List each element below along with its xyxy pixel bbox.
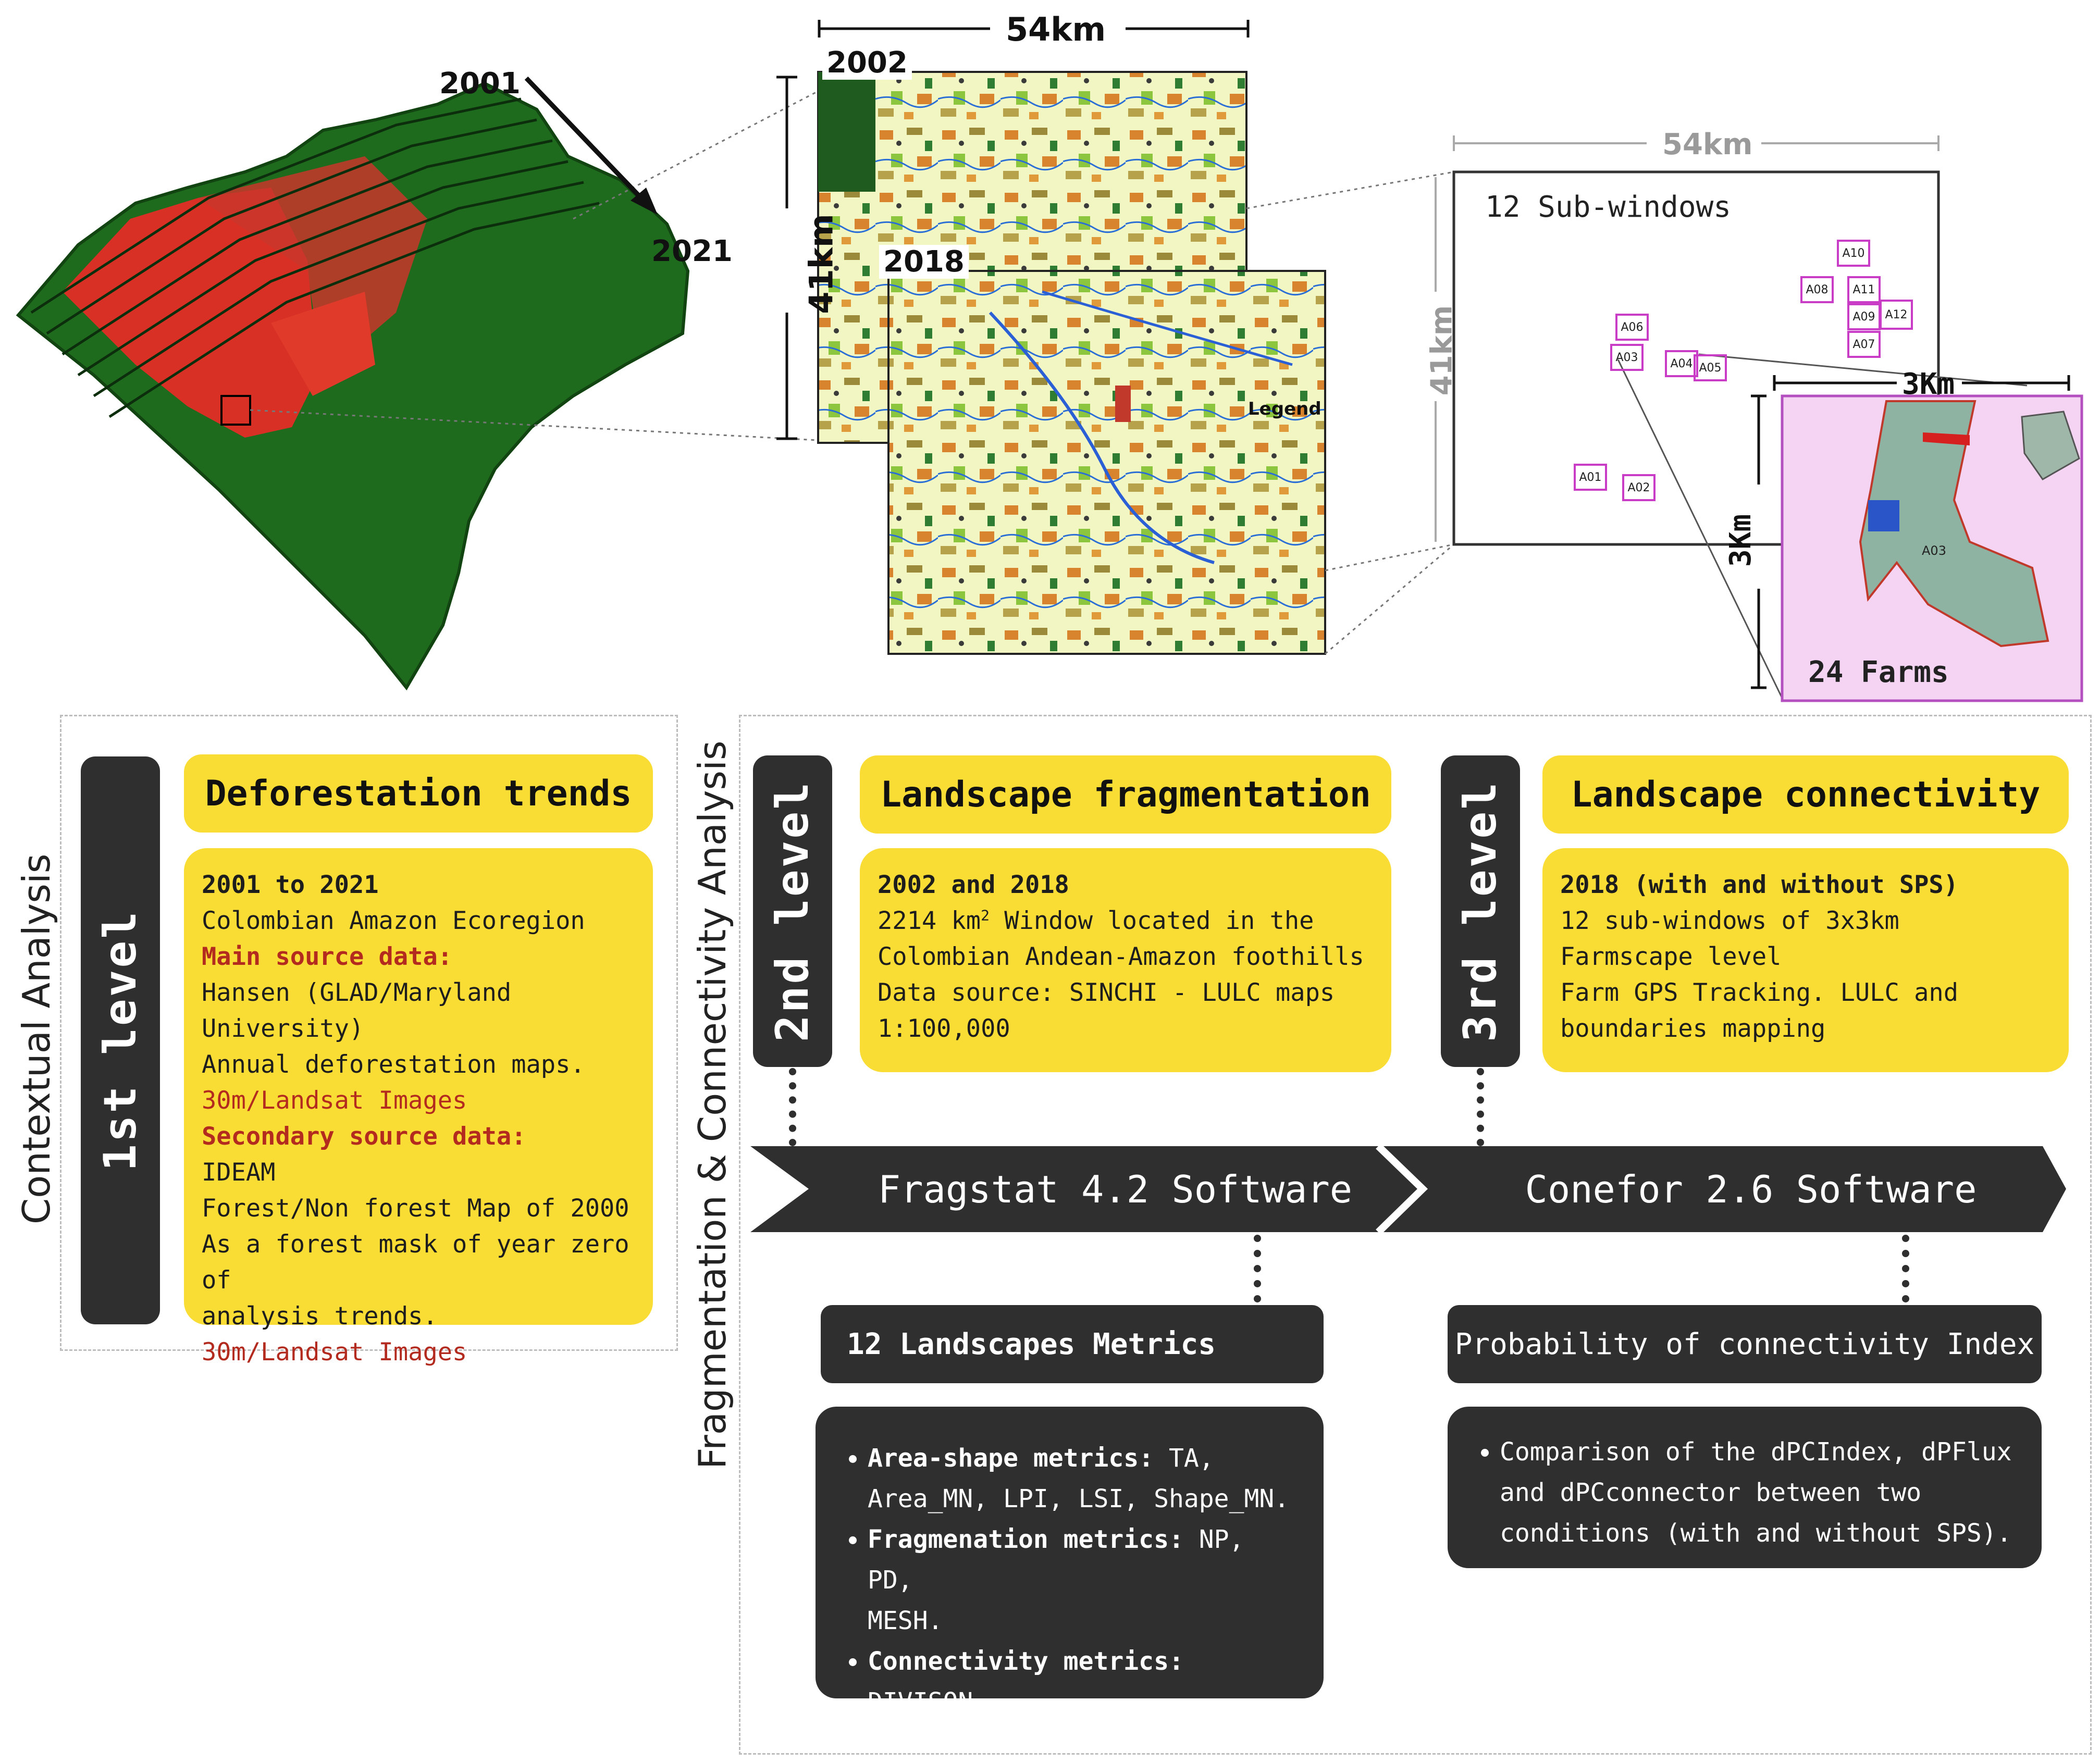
window-2018-map <box>887 270 1326 655</box>
subwindow-marker: A06 <box>1615 314 1649 341</box>
detail-line: Secondary source data: <box>202 1122 526 1151</box>
detail-line: 1:100,000 <box>878 1014 1010 1043</box>
farm-width-label: 3Km <box>1902 367 1955 401</box>
farms-title: 24 Farms <box>1808 655 1949 689</box>
fragmentation-connectivity-label: Fragmentation & Connectivity Analysis <box>690 740 734 1469</box>
subwindow-marker: A09 <box>1847 303 1881 330</box>
detail-line: Main source data: <box>202 942 453 971</box>
deforestation-trends-details: 2001 to 2021 Colombian Amazon Ecoregion … <box>184 848 653 1367</box>
subwindow-marker: A03 <box>1610 344 1644 371</box>
window-height-label: 41km <box>802 214 841 314</box>
subwindow-marker: A01 <box>1574 464 1607 491</box>
dotted-connector <box>1902 1235 1909 1302</box>
map-illustrations <box>16 20 2083 702</box>
window-year-a: 2002 <box>822 46 912 80</box>
landscape-connectivity-details: 2018 (with and without SPS) 12 sub-windo… <box>1542 848 2069 1072</box>
detail-line: boundaries mapping <box>1560 1014 1826 1043</box>
subwindow-marker: A12 <box>1880 300 1913 330</box>
fragstat-arrow-shape <box>750 1146 1438 1232</box>
subwindow-height-label: 41km <box>1425 305 1459 396</box>
contextual-analysis-panel <box>60 715 678 1351</box>
detail-line: Colombian Andean-Amazon foothills <box>878 942 1364 971</box>
detail-line: Data source: SINCHI - LULC maps <box>878 978 1335 1007</box>
third-level-bar: 3rd level <box>1441 755 1520 1067</box>
detail-line: 2018 (with and without SPS) <box>1560 871 1959 899</box>
subwindow-width-label: 54km <box>1662 128 1753 162</box>
area-exponent: 2 <box>981 907 990 924</box>
third-level-label: 3rd level <box>1454 780 1506 1042</box>
fragstat-software-label: Fragstat 4.2 Software <box>878 1167 1353 1211</box>
year-end-label: 2021 <box>651 234 733 268</box>
first-level-label: 1st level <box>94 910 146 1171</box>
farm-inset <box>1617 353 2083 702</box>
subwindow-marker: A04 <box>1665 350 1698 377</box>
subwindow-marker: A11 <box>1847 276 1881 303</box>
detail-line: 2002 and 2018 <box>878 871 1069 899</box>
metric-item: Area-shape metrics: TA,Area_MN, LPI, LSI… <box>868 1438 1303 1519</box>
window-dimension-lines <box>776 20 1250 440</box>
dotted-connector <box>1477 1068 1484 1146</box>
window-year-b: 2018 <box>879 245 969 279</box>
subwindow-marker: A02 <box>1622 474 1656 501</box>
detail-line: Annual deforestation maps. <box>202 1050 585 1079</box>
map-legend-label: Legend <box>1248 399 1321 419</box>
detail-line: Colombian Amazon Ecoregion <box>202 907 585 935</box>
landscape-metrics-list: Area-shape metrics: TA,Area_MN, LPI, LSI… <box>816 1407 1324 1757</box>
conefor-software-label: Conefor 2.6 Software <box>1525 1167 1977 1211</box>
farm-id-label: A03 <box>1922 543 1946 558</box>
farm-height-label: 3Km <box>1724 514 1758 567</box>
detail-line: Hansen (GLAD/Maryland University) <box>202 978 512 1043</box>
probability-connectivity-title: Probability of connectivity Index <box>1448 1305 2042 1383</box>
dotted-connector <box>1254 1235 1261 1302</box>
detail-line: IDEAM <box>202 1158 276 1187</box>
landscape-metrics-title: 12 Landscapes Metrics <box>821 1305 1324 1383</box>
second-level-label: 2nd level <box>767 780 819 1042</box>
detail-line: 2001 to 2021 <box>202 871 379 899</box>
area-description: Window located in the <box>989 907 1314 935</box>
subwindows-title: 12 Sub-windows <box>1485 190 1732 224</box>
metric-item: Connectivity metrics: DIVISON,SPLIT, COH… <box>868 1641 1303 1763</box>
detail-line: Farm GPS Tracking. LULC and <box>1560 978 1959 1007</box>
subwindow-marker: A10 <box>1837 240 1870 267</box>
detail-line: As a forest mask of year zero of <box>202 1230 629 1295</box>
conefor-arrow-shape <box>1387 1146 2066 1232</box>
landscape-fragmentation-details: 2002 and 2018 2214 km2 Window located in… <box>860 848 1391 1072</box>
software-arrows <box>750 1146 2066 1235</box>
dotted-connector <box>789 1068 796 1146</box>
region-map <box>16 76 819 691</box>
landscape-connectivity-title: Landscape connectivity <box>1542 755 2069 834</box>
detail-line: analysis trends. <box>202 1302 438 1331</box>
subwindow-marker: A05 <box>1694 354 1727 381</box>
detail-line: Farmscape level <box>1560 942 1782 971</box>
window-width-label: 54km <box>1006 10 1106 48</box>
first-level-bar: 1st level <box>81 756 160 1324</box>
detail-line: 2214 km2 Window located in the <box>878 903 1374 939</box>
year-start-label: 2001 <box>439 67 521 101</box>
detail-line: Forest/Non forest Map of 2000 <box>202 1194 629 1223</box>
fragmentation-connectivity-panel <box>739 715 2092 1755</box>
detail-line: 30m/Landsat Images <box>202 1086 467 1115</box>
detail-line: 12 sub-windows of 3x3km <box>1560 907 1899 935</box>
detail-line: 30m/Landsat Images <box>202 1338 467 1367</box>
subwindow-marker: A07 <box>1847 331 1881 358</box>
deforestation-trends-title: Deforestation trends <box>184 754 653 833</box>
subwindow-marker: A08 <box>1800 276 1834 303</box>
metric-item: Fragmenation metrics: NP, PD,MESH. <box>868 1519 1303 1641</box>
contextual-analysis-label: Contextual Analysis <box>15 853 58 1224</box>
second-level-bar: 2nd level <box>753 755 832 1067</box>
landscape-fragmentation-title: Landscape fragmentation <box>860 755 1391 834</box>
area-value: 2214 km <box>878 907 981 935</box>
